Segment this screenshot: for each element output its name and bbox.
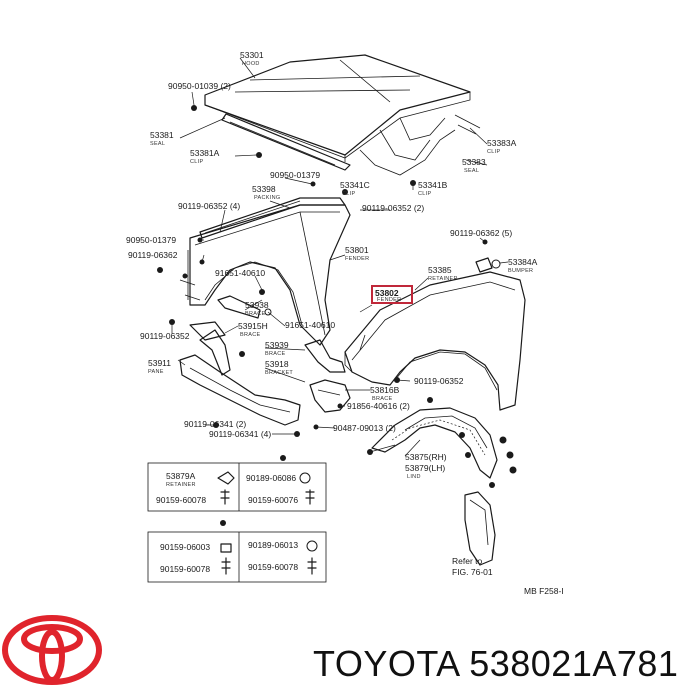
label-53879-sub: LIND xyxy=(407,474,421,480)
brace-parts xyxy=(217,295,351,413)
label-53816b: 53816B xyxy=(370,385,400,395)
fender-liner-part xyxy=(371,407,498,479)
label-53816b-sub: BRACE xyxy=(372,396,392,402)
label-53911: 53911 xyxy=(148,358,171,368)
right-fender-part xyxy=(344,271,526,411)
label-53301: 53301 xyxy=(240,50,264,60)
label-90119-06341-2: 90119-06341 (2) xyxy=(184,419,246,429)
label-53381-sub: SEAL xyxy=(150,141,165,147)
label-90159-60076: 90159-60076 xyxy=(248,495,298,505)
label-53381a-sub: CLIP xyxy=(190,159,203,165)
label-90189-06013: 90189-06013 xyxy=(248,540,298,550)
label-53383a-sub: CLIP xyxy=(487,149,500,155)
brand-name: TOYOTA xyxy=(313,643,459,684)
label-53341b-sub: CLIP xyxy=(418,191,431,197)
label-53915h: 53915H xyxy=(238,321,268,331)
fastener-detail-boxes xyxy=(147,455,327,583)
hood-part xyxy=(204,54,481,176)
label-53879: 53879(LH) xyxy=(405,463,445,473)
toyota-logo xyxy=(2,615,102,685)
label-90119-06352-right: 90119-06352 xyxy=(414,376,464,386)
brand-part-number: TOYOTA 538021A781 xyxy=(313,643,678,685)
label-refer-to: Refer to xyxy=(452,556,483,566)
label-53915h-sub: BRACE xyxy=(240,332,260,338)
label-90119-06352-lower: 90119-06352 xyxy=(140,331,190,341)
label-91651-40610-lower: 91651-40610 xyxy=(285,320,335,330)
label-90950-01379: 90950-01379 xyxy=(126,235,176,245)
label-90119-06341-4: 90119-06341 (4) xyxy=(209,429,271,439)
label-53398: 53398 xyxy=(252,184,276,194)
label-90159-60078-box1: 90159-60078 xyxy=(156,495,206,505)
label-53384a: 53384A xyxy=(508,257,538,267)
label-53801-sub: FENDER xyxy=(345,256,369,262)
label-53939-sub: BRACE xyxy=(265,351,285,357)
leader-lines xyxy=(171,57,509,457)
label-53398-sub: PACKING xyxy=(254,195,280,201)
label-90950-01039: 90950-01039 (2) xyxy=(168,81,231,91)
label-91856-40616: 91856-40616 (2) xyxy=(347,401,410,411)
label-53385-sub: RETAINER xyxy=(428,276,458,282)
label-53384a-sub: BUMPER xyxy=(508,268,533,274)
label-90159-60078-box2: 90159-60078 xyxy=(160,564,210,574)
label-fig-ref: FIG. 76-01 xyxy=(452,567,493,577)
label-90119-06352-2: 90119-06352 (2) xyxy=(362,203,424,213)
left-fender-part xyxy=(179,204,351,346)
front-panel-part xyxy=(179,321,301,426)
label-90189-06086: 90189-06086 xyxy=(246,473,296,483)
label-53801: 53801 xyxy=(345,245,369,255)
label-53381: 53381 xyxy=(150,130,174,140)
label-53383: 53383 xyxy=(462,157,486,167)
highlighted-part-marker xyxy=(371,285,413,304)
label-53802: 53802 xyxy=(375,288,399,298)
label-53802-sub: FENDER xyxy=(377,297,401,303)
part-labels: 53301 HOOD 90950-01039 (2) 53381 SEAL 53… xyxy=(126,50,564,596)
hood-seal-strip xyxy=(221,113,351,171)
label-53381a: 53381A xyxy=(190,148,220,158)
label-53875: 53875(RH) xyxy=(405,452,447,462)
label-53918-sub: BRACKET xyxy=(265,370,293,376)
label-53341c: 53341C xyxy=(340,180,370,190)
label-53938-sub: BRACE xyxy=(245,311,265,317)
label-53879a: 53879A xyxy=(166,471,196,481)
mudflap-part xyxy=(464,491,496,566)
label-53879a-sub: RETAINER xyxy=(166,482,196,488)
label-90119-06352-4: 90119-06352 (4) xyxy=(178,201,240,211)
label-90159-06003: 90159-06003 xyxy=(160,542,210,552)
label-53301-sub: HOOD xyxy=(242,61,260,67)
label-53385: 53385 xyxy=(428,265,452,275)
label-90159-60078-box3: 90159-60078 xyxy=(248,562,298,572)
label-53918: 53918 xyxy=(265,359,289,369)
label-diagram-code: MB F258-I xyxy=(524,586,564,596)
label-53341b: 53341B xyxy=(418,180,448,190)
label-91651-40610-upper: 91651-40610 xyxy=(215,268,265,278)
label-53383a: 53383A xyxy=(487,138,517,148)
label-53911-sub: PANE xyxy=(148,369,164,375)
label-90119-06362: 90119-06362 xyxy=(128,250,178,260)
label-53939: 53939 xyxy=(265,340,289,350)
label-90487-09013: 90487-09013 (2) xyxy=(333,423,396,433)
part-number: 538021A781 xyxy=(469,643,679,684)
label-90950-01379-top: 90950-01379 xyxy=(270,170,320,180)
label-53383-sub: SEAL xyxy=(464,168,479,174)
label-53938: 53938 xyxy=(245,300,269,310)
label-53341c-sub: CLIP xyxy=(342,191,355,197)
label-90119-06362-5: 90119-06362 (5) xyxy=(450,228,512,238)
